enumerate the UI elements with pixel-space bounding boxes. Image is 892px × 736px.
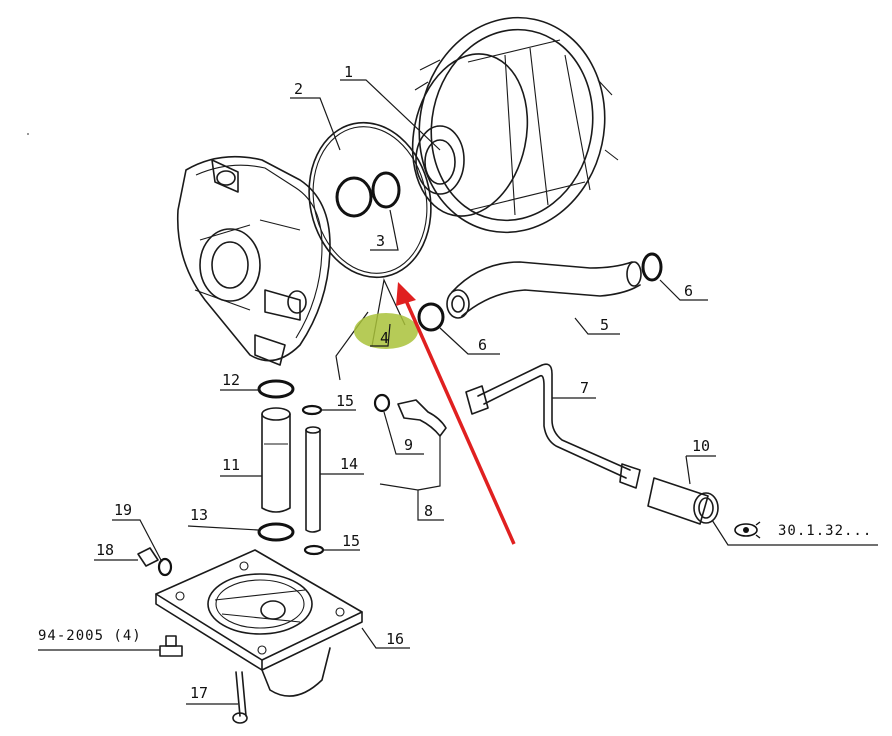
callout-8: 8 <box>424 502 433 520</box>
leader-lines <box>38 79 878 705</box>
pump-housing <box>176 155 331 366</box>
scan-dot <box>27 133 29 135</box>
pin-part <box>232 671 248 724</box>
adapter-part <box>647 477 719 525</box>
bolt-part <box>159 635 183 657</box>
base-plate-part <box>155 549 363 697</box>
callout-5: 5 <box>600 316 609 334</box>
callout-15b: 15 <box>342 532 360 550</box>
callout-1: 1 <box>344 63 353 81</box>
o-ring-6b <box>641 252 663 282</box>
eye-icon <box>734 521 761 539</box>
callout-16: 16 <box>386 630 404 648</box>
tube-part <box>465 363 641 489</box>
callout-2: 2 <box>294 80 303 98</box>
o-ring-15a <box>301 404 323 416</box>
washer-part <box>157 557 173 577</box>
bolt-reference: 94-2005 (4) <box>38 628 142 644</box>
callout-6a: 6 <box>478 336 487 354</box>
callout-10: 10 <box>692 437 710 455</box>
red-pointer-arrow <box>396 282 516 545</box>
callout-3: 3 <box>376 232 385 250</box>
callout-9: 9 <box>404 436 413 454</box>
o-ring-15b <box>303 544 325 556</box>
callout-7: 7 <box>580 379 589 397</box>
sleeve-part <box>261 407 291 513</box>
housing-part <box>411 16 619 234</box>
callout-6b: 6 <box>684 282 693 300</box>
highlight-ellipse <box>354 313 418 349</box>
callout-15a: 15 <box>336 392 354 410</box>
callout-11: 11 <box>222 456 240 474</box>
callout-18: 18 <box>96 541 114 559</box>
rod-part <box>305 426 321 533</box>
callout-19: 19 <box>114 501 132 519</box>
o-rings-part <box>335 171 401 218</box>
elbow-fitting-part <box>373 393 447 437</box>
o-ring-13 <box>257 522 295 542</box>
callout-14: 14 <box>340 455 358 473</box>
callout-4: 4 <box>380 329 389 347</box>
pipe-part <box>446 261 642 319</box>
callout-4-underline <box>370 323 391 347</box>
plug-part <box>137 547 159 567</box>
o-ring-6a <box>417 302 445 332</box>
see-reference: 30.1.32... <box>778 523 872 539</box>
o-ring-12 <box>257 379 295 399</box>
callout-17: 17 <box>190 684 208 702</box>
callout-12: 12 <box>222 371 240 389</box>
callout-13: 13 <box>190 506 208 524</box>
